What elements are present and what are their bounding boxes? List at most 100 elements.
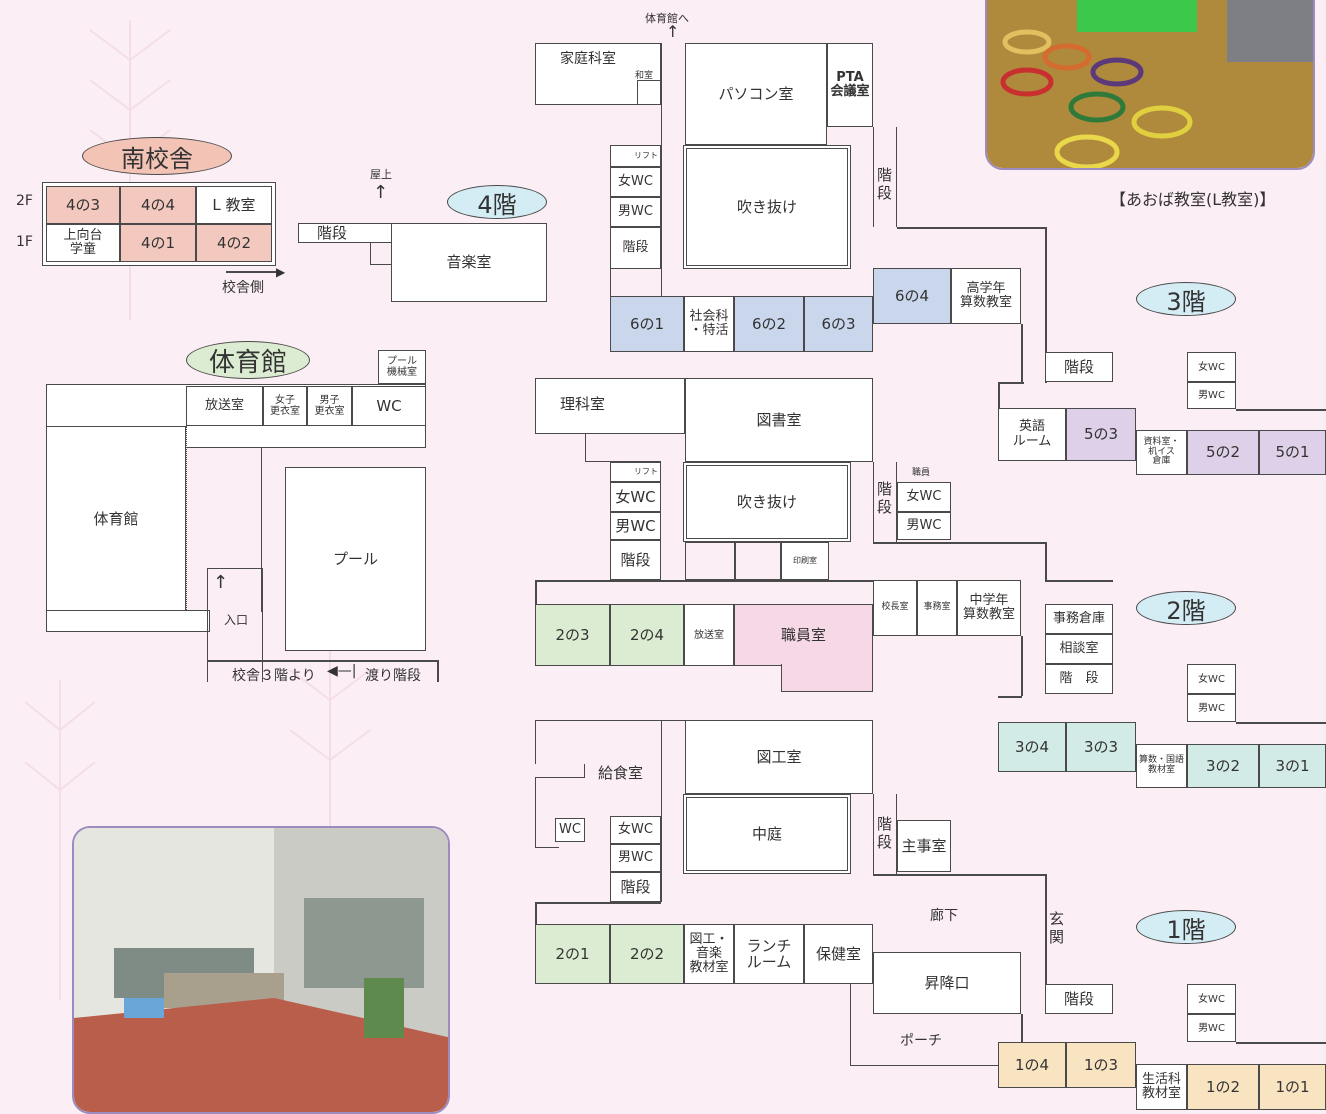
room-4-2: 4の2 [196, 224, 272, 262]
bridge-stairs-label: 渡り階段 [365, 668, 421, 684]
south-building-title: 南校舎 [82, 137, 232, 175]
room-3-2: 3の2 [1187, 744, 1259, 788]
porch-outline [850, 984, 1000, 1066]
music-room: 音楽室 [391, 223, 547, 302]
room-5-3: 5の3 [1066, 408, 1136, 461]
upper-math-room: 高学年 算数教室 [951, 268, 1021, 324]
floor3-wwc: 女WC [1187, 352, 1236, 382]
kitchen-left [535, 778, 559, 848]
staff-room-ext [781, 664, 873, 692]
room-6-3: 6の3 [804, 296, 873, 352]
top-corridor [661, 43, 685, 296]
floor1-mwc-right: 男WC [1187, 1014, 1236, 1042]
room-kamimukodai: 上向台 学童 [46, 224, 120, 262]
print-room: 印刷室 [781, 542, 829, 580]
top-mwc: 男WC [610, 197, 661, 227]
floor2-badge: 2階 [1136, 591, 1236, 625]
top-corridor-line [897, 227, 1045, 229]
gym-entrance-label: 入口 [224, 613, 249, 627]
floor1-wc: WC [555, 818, 585, 842]
top-stairs: 階段 [610, 227, 661, 269]
washitsu-label: 和室 [635, 71, 654, 81]
top-wwc: 女WC [610, 167, 661, 197]
mid-corridor-line [873, 542, 1045, 544]
art-music-material-room: 図工・ 音楽 教材室 [684, 924, 734, 984]
floor1-badge: 1階 [1136, 910, 1236, 944]
staff-mwc: 男WC [897, 512, 951, 540]
room-3-4: 3の4 [998, 722, 1066, 772]
floor1-corridor-line [873, 874, 1045, 876]
arrow-left-icon: ◀—| [327, 663, 357, 679]
arrow-up-icon: ↑ [373, 182, 389, 203]
floor2-top-line [535, 580, 873, 582]
mid-lift: リフト [610, 462, 661, 482]
mid-mwc: 男WC [610, 512, 661, 540]
kitchen-outline [535, 720, 685, 764]
arrow-right-icon: ▶ [276, 265, 286, 279]
room-3-1: 3の1 [1259, 744, 1326, 788]
floor1-stairs-right: 階段 [1045, 984, 1113, 1014]
room-social-studies: 社会科 ・特活 [684, 296, 734, 352]
gym-corridor [186, 448, 262, 612]
floor2-broadcast-room: 放送室 [684, 604, 734, 666]
floor2-wwc: 女WC [1187, 664, 1236, 694]
entrance-arrow-icon: ↑ [213, 572, 229, 593]
art-room: 図工室 [685, 720, 873, 794]
staff-wwc: 女WC [897, 482, 951, 512]
floor2-mwc: 男WC [1187, 694, 1236, 722]
principal-room: 校長室 [873, 580, 917, 636]
room-4-1: 4の1 [120, 224, 196, 262]
bridge-line [207, 660, 437, 662]
direction-arrow-line [226, 271, 278, 273]
office-room: 事務室 [917, 580, 957, 636]
floor3-left-line [998, 382, 1024, 384]
floor1-stairs-left: 階段 [610, 872, 661, 902]
porch-step [1021, 1014, 1023, 1042]
mid-stairs-v-box [873, 462, 897, 542]
kitchen-label: 給食室 [598, 764, 644, 782]
home-ec-label: 家庭科室 [560, 51, 616, 67]
bridge-end [437, 660, 439, 682]
floor1-row-top [535, 902, 661, 904]
floor3-mwc: 男WC [1187, 382, 1236, 409]
porch-label: ポーチ [900, 1033, 942, 1049]
floor2-store-top [1045, 580, 1113, 582]
floor2-corridor-v [1021, 636, 1023, 696]
floor1-wwc-right: 女WC [1187, 984, 1236, 1014]
room-2-2: 2の2 [610, 924, 684, 984]
room-5-2: 5の2 [1187, 430, 1259, 475]
floor4-badge: 4階 [447, 185, 547, 219]
roof-label: 屋上 [370, 168, 392, 181]
storage-room: 資料室・ 机イス 倉庫 [1136, 430, 1187, 475]
mid-stairs: 階段 [610, 540, 661, 580]
lunch-room: ランチ ルーム [734, 924, 804, 984]
floor2-left-step [998, 696, 1022, 698]
mid-small-room-2 [735, 542, 781, 580]
mid-atrium: 吹き抜け [683, 462, 851, 542]
room-6-2: 6の2 [734, 296, 804, 352]
floor1-stairs-v: 階 段 [877, 815, 893, 851]
mid-corridor-line-v [1045, 542, 1047, 582]
floor3-stairs: 階段 [1045, 352, 1113, 382]
top-lift: リフト [610, 145, 661, 167]
room-6-1: 6の1 [610, 296, 684, 352]
top-stairs-v-box [873, 127, 897, 227]
direction-label: 校舎側 [222, 280, 264, 296]
room-2-4: 2の4 [610, 604, 684, 666]
english-room: 英語 ルーム [998, 408, 1066, 461]
aoba-classroom-photo [985, 0, 1315, 170]
floor2-left-line [535, 580, 537, 604]
room-4-4: 4の4 [120, 186, 196, 224]
room-1-4: 1の4 [998, 1042, 1066, 1088]
room-l: L 教室 [196, 186, 272, 224]
mid-wwc: 女WC [610, 482, 661, 512]
life-material-room: 生活科 教材室 [1136, 1064, 1187, 1110]
gym-entrance-hall [207, 568, 263, 682]
floor1-stairs-v-box [873, 794, 897, 874]
room-1-3: 1の3 [1066, 1042, 1136, 1088]
room-6-4: 6の4 [873, 268, 951, 324]
to-gym-label: 体育館へ [645, 12, 689, 25]
room-4-3: 4の3 [46, 186, 120, 224]
science-step [585, 434, 661, 462]
